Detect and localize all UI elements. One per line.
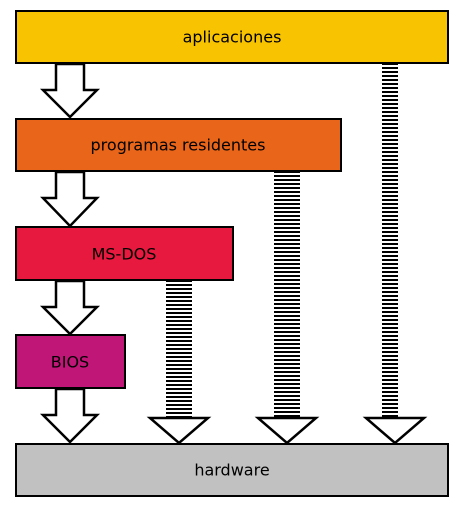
layer-bios-box (15, 334, 126, 389)
hatch-stem-aplicaciones-to-hardware (382, 63, 398, 417)
arrow-msdos-to-bios (39, 279, 101, 336)
layer-bios-label: BIOS (51, 353, 89, 372)
arrow-residentes-to-msdos (40, 170, 100, 228)
layer-programas-residentes: programas residentes (15, 118, 342, 172)
arrow-bios-to-hardware (39, 387, 101, 444)
hatch-arrowhead-residentes (254, 416, 320, 445)
layer-ms-dos: MS-DOS (15, 226, 234, 281)
layer-programas-residentes-box (15, 118, 342, 172)
layer-hardware-box (15, 443, 449, 497)
layer-hardware: hardware (15, 443, 449, 497)
layer-aplicaciones-label: aplicaciones (183, 28, 282, 47)
hatch-arrowhead-aplicaciones (362, 416, 428, 445)
hatch-stem-msdos-to-hardware (166, 280, 192, 418)
hatch-arrowhead-msdos (146, 416, 212, 445)
layer-ms-dos-box (15, 226, 234, 281)
hatch-stem-residentes-to-hardware (274, 171, 300, 417)
layer-bios: BIOS (15, 334, 126, 389)
layer-aplicaciones-box (15, 10, 449, 64)
layer-hardware-label: hardware (194, 461, 269, 480)
arrow-aplicaciones-to-residentes (39, 62, 101, 119)
layer-programas-residentes-label: programas residentes (91, 136, 266, 155)
layer-aplicaciones: aplicaciones (15, 10, 449, 64)
layer-ms-dos-label: MS-DOS (92, 245, 157, 264)
